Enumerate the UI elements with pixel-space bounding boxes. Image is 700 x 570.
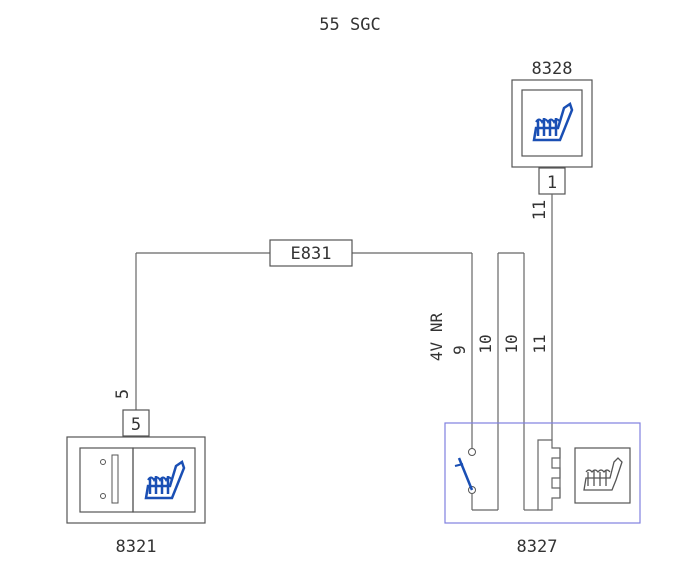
switch-icon (454, 448, 498, 511)
wire-label-left: 5 (113, 389, 133, 399)
wire-label-9: 9 (450, 345, 469, 355)
annotation-4v-nr: 4V NR (427, 313, 446, 362)
component-8321-label: 8321 (116, 537, 157, 557)
wire-label-10b: 10 (502, 334, 521, 353)
heated-seat-icon (532, 102, 574, 142)
component-8327-frame[interactable] (444, 422, 641, 524)
connector-e831-label: E831 (291, 244, 332, 264)
heated-seat-icon (574, 447, 631, 504)
component-8328[interactable] (511, 79, 593, 168)
component-8328-label: 8328 (532, 59, 573, 79)
connector-e831[interactable] (269, 239, 353, 267)
connector-pin-8328[interactable] (538, 167, 566, 195)
connector-pin-8321[interactable] (122, 409, 150, 437)
diagram-title: 55 SGC (319, 15, 380, 35)
heated-seat-icon (144, 460, 186, 500)
wire-label-11: 11 (530, 334, 549, 353)
connector-pin-8321-label: 5 (131, 415, 141, 435)
relay-icon (537, 439, 561, 511)
wire-label-top: 11 (530, 200, 550, 220)
connector-pin-8328-label: 1 (547, 173, 557, 193)
component-8327-label: 8327 (517, 537, 558, 557)
wire-label-10a: 10 (476, 334, 495, 353)
switch-icon (100, 454, 119, 504)
component-8321[interactable] (66, 436, 206, 524)
